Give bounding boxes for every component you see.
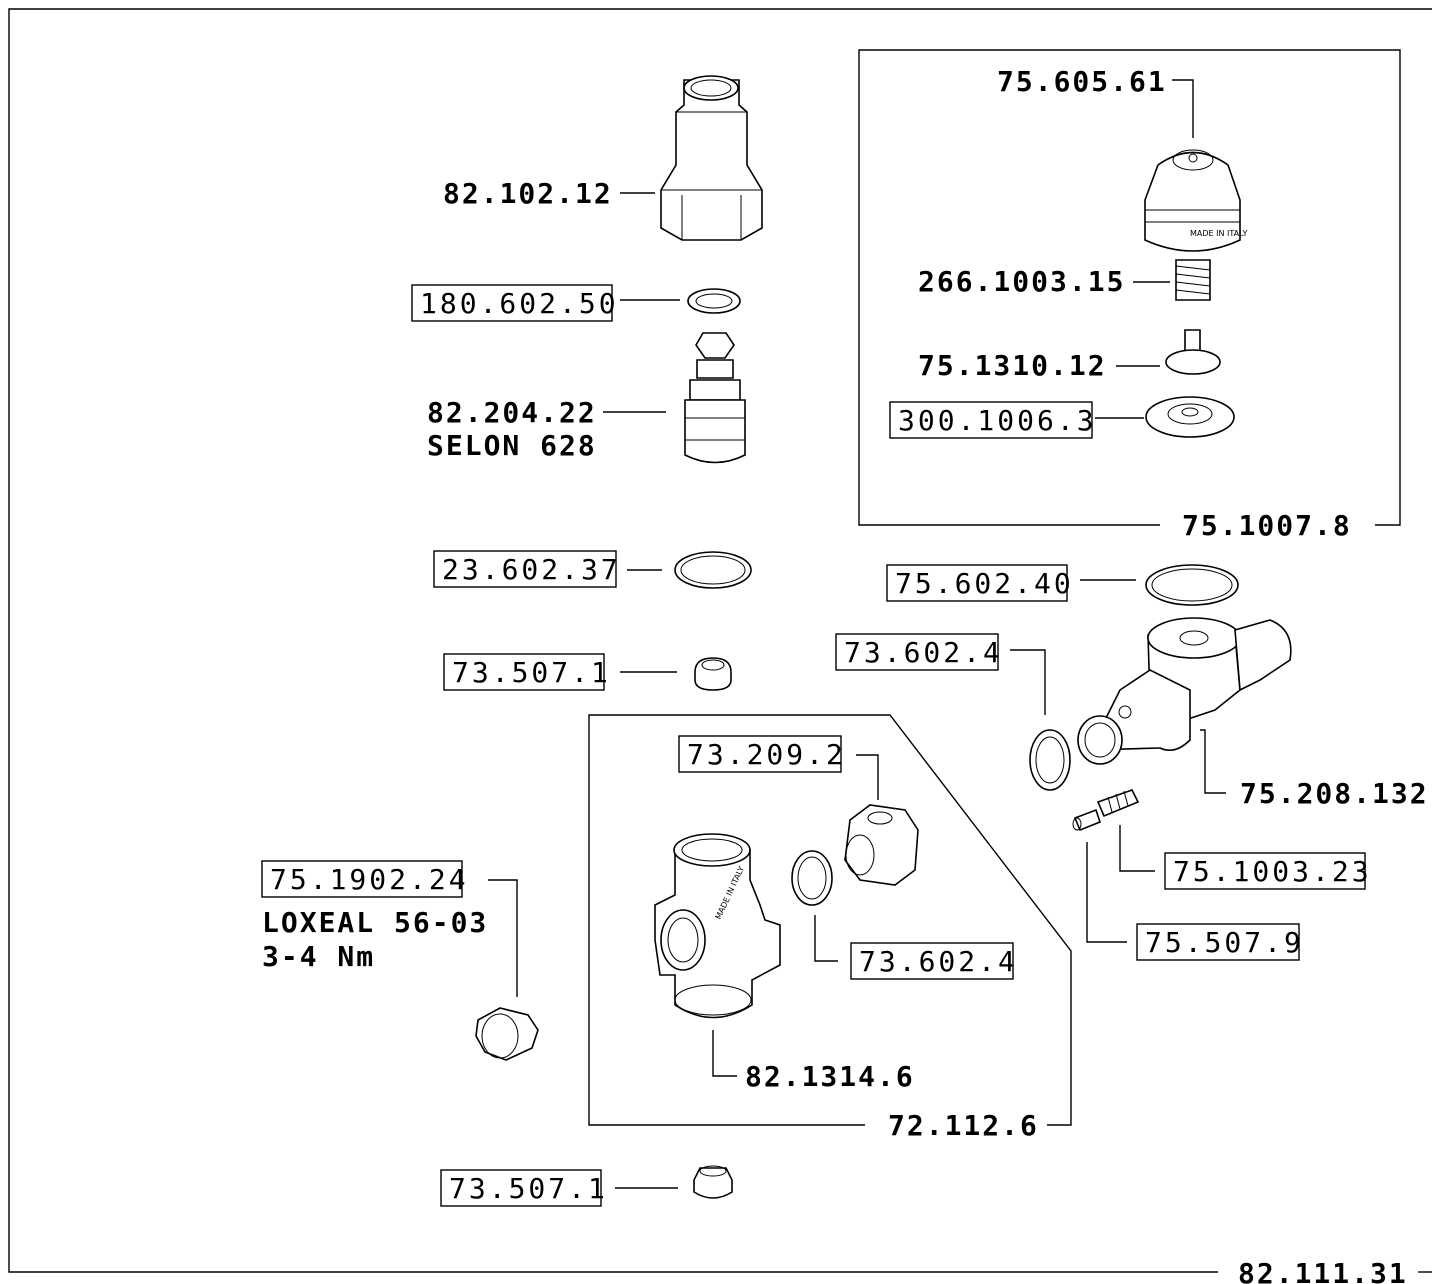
plug-75-1902-24 bbox=[475, 1007, 539, 1061]
label-23-602-37: 23.602.37 bbox=[442, 553, 621, 586]
outer-frame bbox=[8, 8, 1432, 1273]
subassembly-frame-75-1007-8 bbox=[858, 49, 1401, 526]
label-82-111-31: 82.111.31 bbox=[1238, 1257, 1408, 1284]
spring-75-1003-23 bbox=[1096, 789, 1140, 818]
label-torque: 3-4 Nm bbox=[262, 940, 375, 973]
box-180-602-50 bbox=[411, 284, 613, 322]
box-23-602-37 bbox=[433, 550, 617, 588]
ring-180-602-50 bbox=[687, 288, 741, 314]
box-73-602-4-body bbox=[850, 942, 1014, 980]
box-75-507-9 bbox=[1136, 923, 1300, 961]
bush-73-209-2 bbox=[844, 804, 919, 886]
label-75-602-40: 75.602.40 bbox=[895, 567, 1074, 600]
box-75-602-40 bbox=[886, 564, 1068, 602]
subassembly-frame-72-112-6 bbox=[588, 714, 1072, 1126]
label-300-1006-3: 300.1006.3 bbox=[898, 404, 1097, 437]
label-82-1314-6: 82.1314.6 bbox=[745, 1060, 915, 1093]
box-73-507-1-bottom bbox=[440, 1169, 602, 1207]
valve-body-82-1314-6: MADE IN ITALY bbox=[654, 833, 781, 1019]
label-82-102-12: 82.102.12 bbox=[443, 177, 613, 210]
box-75-1003-23 bbox=[1164, 852, 1366, 890]
body-75-208-132 bbox=[1077, 617, 1292, 765]
cap-75-605-61 bbox=[1144, 149, 1241, 252]
valve-insert-82-204-22 bbox=[684, 332, 746, 464]
oring-75-602-40 bbox=[1145, 564, 1239, 606]
label-73-209-2: 73.209.2 bbox=[687, 738, 846, 771]
oring-23-602-37 bbox=[674, 551, 752, 589]
box-73-507-1-top bbox=[443, 653, 605, 691]
label-75-1902-24: 75.1902.24 bbox=[270, 863, 469, 896]
label-loxeal: LOXEAL 56-03 bbox=[262, 906, 488, 939]
fitting-82-102-12 bbox=[660, 75, 763, 241]
box-73-602-4-right bbox=[835, 633, 999, 671]
diaphragm-300-1006-3 bbox=[1145, 396, 1235, 438]
box-75-1902-24 bbox=[261, 860, 463, 898]
oring-73-602-4-body bbox=[791, 850, 833, 906]
pin-75-507-9 bbox=[1072, 808, 1101, 832]
seal-73-507-1-top bbox=[694, 657, 732, 691]
label-180-602-50: 180.602.50 bbox=[420, 287, 619, 320]
label-73-602-4-right: 73.602.4 bbox=[844, 636, 1003, 669]
label-82-204-22: 82.204.22 bbox=[427, 396, 597, 429]
label-73-507-1-bottom: 73.507.1 bbox=[449, 1172, 608, 1205]
label-73-602-4-body: 73.602.4 bbox=[859, 945, 1018, 978]
label-75-208-132: 75.208.132 bbox=[1240, 777, 1429, 810]
label-75-605-61: 75.605.61 bbox=[997, 65, 1167, 98]
label-75-1003-23: 75.1003.23 bbox=[1173, 855, 1372, 888]
box-300-1006-3 bbox=[889, 401, 1093, 439]
box-73-209-2 bbox=[678, 735, 842, 773]
label-75-1007-8: 75.1007.8 bbox=[1182, 509, 1352, 542]
spring-266-1003-15 bbox=[1175, 259, 1211, 301]
label-selon-628: SELON 628 bbox=[427, 429, 597, 462]
valve-plate-75-1310-12 bbox=[1165, 329, 1221, 375]
cap-stamp-text: MADE IN ITALY bbox=[1190, 229, 1248, 238]
label-73-507-1-top: 73.507.1 bbox=[452, 656, 611, 689]
label-72-112-6: 72.112.6 bbox=[888, 1109, 1039, 1142]
label-75-507-9: 75.507.9 bbox=[1145, 926, 1304, 959]
oring-73-602-4-right bbox=[1029, 729, 1071, 791]
label-75-1310-12: 75.1310.12 bbox=[918, 349, 1107, 382]
seal-73-507-1-bottom bbox=[693, 1165, 733, 1199]
label-266-1003-15: 266.1003.15 bbox=[918, 265, 1125, 298]
